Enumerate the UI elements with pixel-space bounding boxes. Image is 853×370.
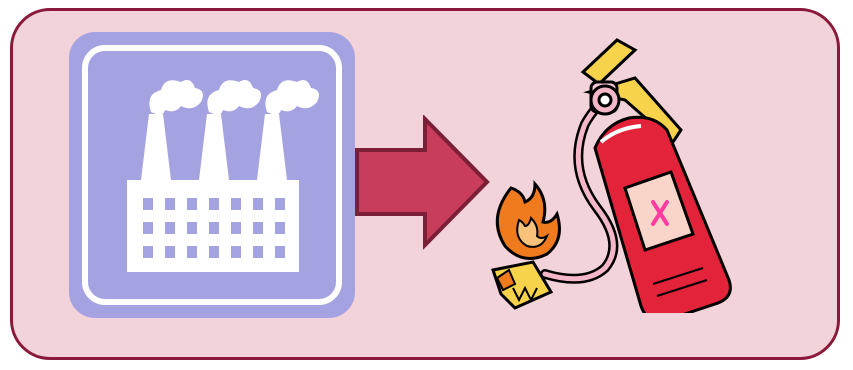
- factory-window: [143, 246, 153, 258]
- factory-icon: [69, 32, 355, 318]
- factory-window: [253, 222, 263, 234]
- factory-window: [275, 246, 285, 258]
- right-arrow-icon: [355, 115, 490, 250]
- factory-window: [209, 198, 219, 210]
- factory-window: [231, 222, 241, 234]
- factory-icon-tile: [69, 32, 355, 318]
- factory-window: [231, 198, 241, 210]
- factory-window: [187, 198, 197, 210]
- factory-window: [231, 246, 241, 258]
- factory-window: [253, 198, 263, 210]
- factory-window: [165, 198, 175, 210]
- factory-window: [275, 198, 285, 210]
- factory-window: [143, 222, 153, 234]
- factory-window: [187, 222, 197, 234]
- factory-window: [187, 246, 197, 258]
- factory-window: [253, 246, 263, 258]
- factory-window: [209, 246, 219, 258]
- fire-extinguisher-icon: [485, 38, 740, 313]
- factory-window: [209, 222, 219, 234]
- flame-icon: [497, 184, 559, 259]
- factory-window: [165, 246, 175, 258]
- factory-window: [275, 222, 285, 234]
- factory-window: [165, 222, 175, 234]
- factory-window: [143, 198, 153, 210]
